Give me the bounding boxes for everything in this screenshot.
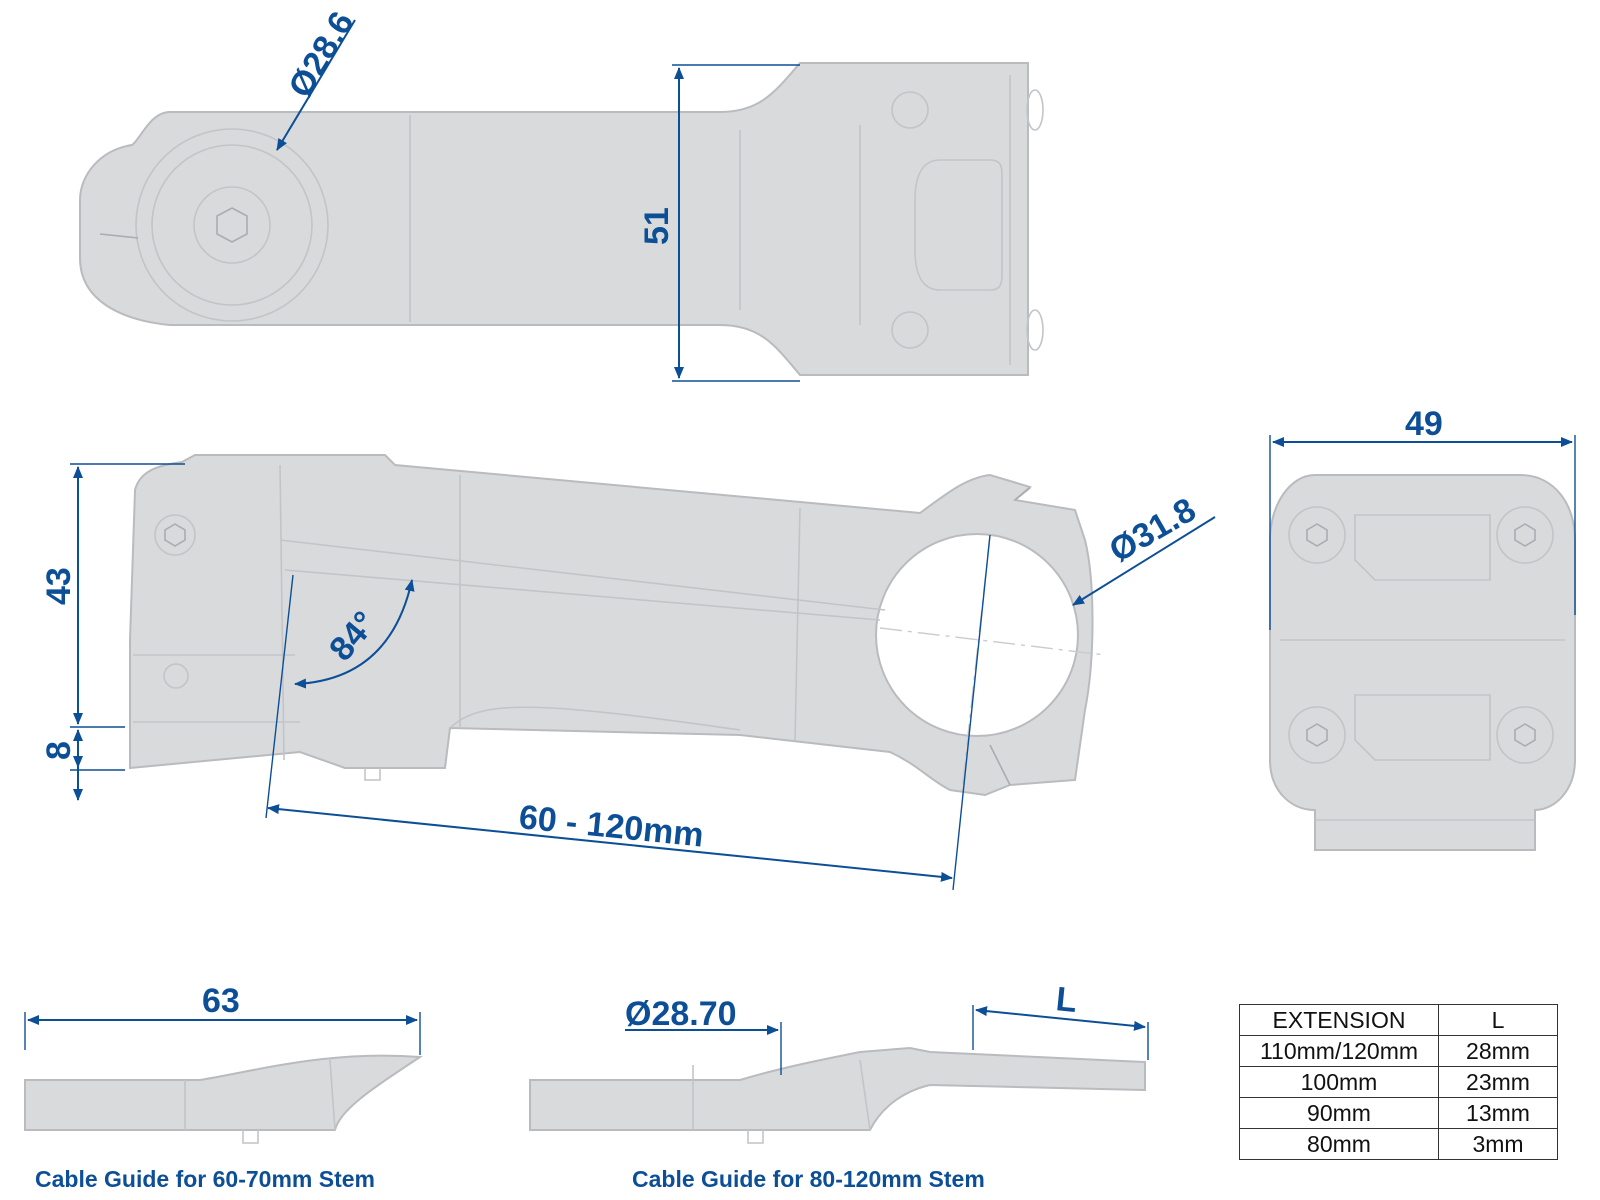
dim-guide-short-length: 63	[24, 982, 421, 1055]
table-cell-l: 23mm	[1438, 1066, 1558, 1098]
cable-guide-long-part	[529, 1046, 1146, 1144]
dim-clamp-bore-top-label: Ø28.6	[281, 5, 361, 104]
table-cell-l: 28mm	[1438, 1035, 1558, 1067]
dim-spacer-offset-label: 8	[40, 741, 78, 760]
dim-guide-long: Ø28.70 L	[625, 980, 1149, 1075]
table-row: 80mm 3mm	[1239, 1128, 1558, 1160]
table-row: 90mm 13mm	[1239, 1097, 1558, 1129]
dim-clamp-height-top-label: 51	[638, 207, 676, 245]
table-cell-l: 3mm	[1438, 1128, 1558, 1160]
dim-bar-clamp-label: Ø31.8	[1103, 491, 1202, 570]
table-row: 110mm/120mm 28mm	[1239, 1035, 1558, 1067]
dim-faceplate-width: 49	[1269, 405, 1576, 630]
dim-clamp-height-top: 51	[638, 64, 800, 382]
table-cell-extension: 80mm	[1239, 1128, 1439, 1160]
table-cell-extension: 110mm/120mm	[1239, 1035, 1439, 1067]
caption-guide-short: Cable Guide for 60-70mm Stem	[35, 1166, 375, 1192]
table-header-l: L	[1438, 1004, 1558, 1036]
dim-guide-short-length-label: 63	[202, 982, 240, 1020]
dim-stack-height: 43 8	[40, 463, 185, 801]
cable-guide-short-part	[24, 1054, 423, 1144]
dim-faceplate-width-label: 49	[1405, 405, 1443, 443]
table-header-extension: EXTENSION	[1239, 1004, 1439, 1036]
stem-side-view	[129, 454, 1106, 797]
caption-guide-long: Cable Guide for 80-120mm Stem	[632, 1166, 985, 1192]
stem-top-view	[79, 62, 1044, 376]
dim-guide-long-variable-label: L	[1054, 980, 1078, 1020]
faceplate-front-view	[1269, 474, 1576, 851]
table-header-row: EXTENSION L	[1239, 1004, 1558, 1036]
table-cell-extension: 100mm	[1239, 1066, 1439, 1098]
table-cell-extension: 90mm	[1239, 1097, 1439, 1129]
table-cell-l: 13mm	[1438, 1097, 1558, 1129]
dim-length-range-label: 60 - 120mm	[517, 798, 705, 855]
dim-bar-clamp: Ø31.8	[1072, 491, 1216, 606]
dim-stack-height-label: 43	[40, 567, 78, 605]
extension-table: EXTENSION L 110mm/120mm 28mm 100mm 23mm …	[1239, 1004, 1558, 1160]
dim-guide-long-diameter-label: Ø28.70	[625, 995, 737, 1033]
table-row: 100mm 23mm	[1239, 1066, 1558, 1098]
